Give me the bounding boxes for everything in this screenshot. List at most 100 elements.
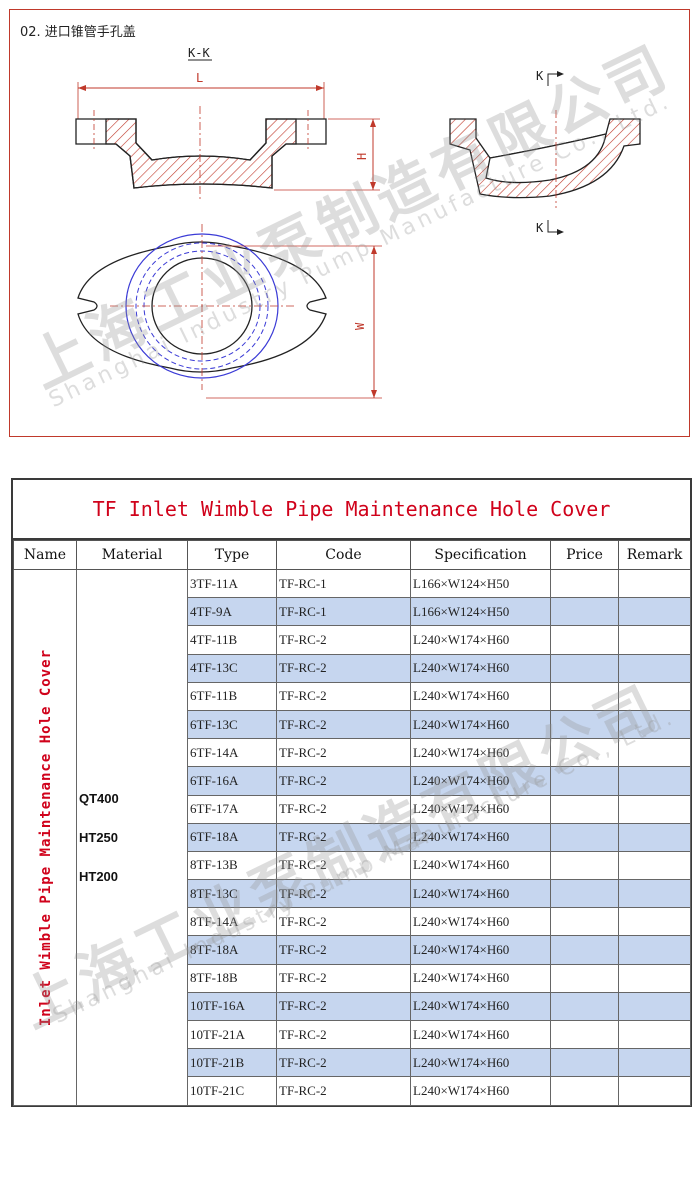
price-cell — [550, 963, 619, 993]
dimension-H: H — [274, 118, 380, 191]
code-cell: TF-RC-2 — [276, 1076, 411, 1106]
material-label: HT200 — [79, 868, 119, 884]
type-cell: 4TF-11B — [187, 625, 277, 655]
code-cell: TF-RC-1 — [276, 568, 411, 599]
type-cell: 10TF-21A — [187, 1019, 277, 1050]
remark-cell — [618, 766, 691, 796]
code-cell: TF-RC-2 — [276, 879, 411, 909]
material-label: QT400 — [79, 790, 119, 806]
section-title: K-K — [188, 46, 210, 60]
spec-cell: L240×W174×H60 — [410, 738, 551, 768]
section-view — [75, 118, 327, 189]
code-cell: TF-RC-2 — [276, 738, 411, 768]
code-cell: TF-RC-2 — [276, 963, 411, 993]
remark-cell — [618, 597, 691, 627]
remark-cell — [618, 1048, 691, 1078]
code-cell: TF-RC-2 — [276, 625, 411, 655]
dimension-L: L — [77, 71, 325, 120]
remark-cell — [618, 963, 691, 993]
code-cell: TF-RC-2 — [276, 1019, 411, 1050]
type-cell: 8TF-18A — [187, 935, 277, 965]
price-cell — [550, 822, 619, 852]
code-cell: TF-RC-2 — [276, 653, 411, 683]
code-cell: TF-RC-2 — [276, 850, 411, 881]
spec-cell: L240×W174×H60 — [410, 1019, 551, 1050]
table-row: Inlet Wimble Pipe Maintenance Hole Cover… — [13, 568, 691, 1106]
price-cell — [550, 794, 619, 824]
remark-cell — [618, 568, 691, 599]
price-cell — [550, 907, 619, 937]
code-cell: TF-RC-2 — [276, 766, 411, 796]
spec-cell: L240×W174×H60 — [410, 794, 551, 824]
table-body: Inlet Wimble Pipe Maintenance Hole Cover… — [13, 568, 691, 1106]
spec-cell: L240×W174×H60 — [410, 822, 551, 852]
spec-cell: L240×W174×H60 — [410, 1048, 551, 1078]
remark-cell — [618, 879, 691, 909]
spec-cell: L240×W174×H60 — [410, 850, 551, 881]
spec-cell: L240×W174×H60 — [410, 766, 551, 796]
type-cell: 6TF-16A — [187, 766, 277, 796]
header-name: Name — [13, 540, 77, 570]
name-cell: Inlet Wimble Pipe Maintenance Hole Cover — [13, 569, 77, 1106]
price-cell — [550, 681, 619, 711]
type-cell: 6TF-17A — [187, 794, 277, 824]
header-material: Material — [76, 540, 188, 570]
remark-cell — [618, 1076, 691, 1106]
price-cell — [550, 766, 619, 796]
remark-cell — [618, 907, 691, 937]
spec-cell: L240×W174×H60 — [410, 991, 551, 1022]
spec-cell: L240×W174×H60 — [410, 1076, 551, 1106]
spec-cell: L166×W124×H50 — [410, 597, 551, 627]
remark-cell — [618, 625, 691, 655]
code-cell: TF-RC-1 — [276, 597, 411, 627]
type-cell: 8TF-18B — [187, 963, 277, 993]
price-cell — [550, 738, 619, 768]
remark-cell — [618, 681, 691, 711]
type-cell: 3TF-11A — [187, 568, 277, 599]
technical-drawing-panel: 02. 进口锥管手孔盖 K-K L — [9, 9, 690, 437]
section-marker-top: K — [536, 69, 564, 86]
spec-cell: L240×W174×H60 — [410, 625, 551, 655]
section-marker-bottom: K — [536, 220, 564, 235]
header-code: Code — [276, 540, 411, 570]
type-cell: 6TF-13C — [187, 709, 277, 740]
price-cell — [550, 568, 619, 599]
type-cell: 4TF-9A — [187, 597, 277, 627]
type-cell: 6TF-14A — [187, 738, 277, 768]
price-cell — [550, 625, 619, 655]
remark-cell — [618, 822, 691, 852]
material-label: HT250 — [79, 829, 119, 845]
svg-text:K: K — [536, 221, 544, 235]
price-cell — [550, 1019, 619, 1050]
price-cell — [550, 1048, 619, 1078]
remark-cell — [618, 1019, 691, 1050]
remark-cell — [618, 991, 691, 1022]
type-cell: 8TF-13C — [187, 879, 277, 909]
type-cell: 6TF-11B — [187, 681, 277, 711]
spec-cell: L240×W174×H60 — [410, 653, 551, 683]
side-view — [449, 118, 641, 199]
table-header-row: Name Material Type Code Specification Pr… — [13, 540, 691, 570]
plan-view — [77, 224, 327, 390]
price-cell — [550, 850, 619, 881]
remark-cell — [618, 653, 691, 683]
type-cell: 10TF-21B — [187, 1048, 277, 1078]
type-cell: 10TF-16A — [187, 991, 277, 1022]
dim-L-label: L — [196, 71, 203, 85]
code-cell: TF-RC-2 — [276, 991, 411, 1022]
